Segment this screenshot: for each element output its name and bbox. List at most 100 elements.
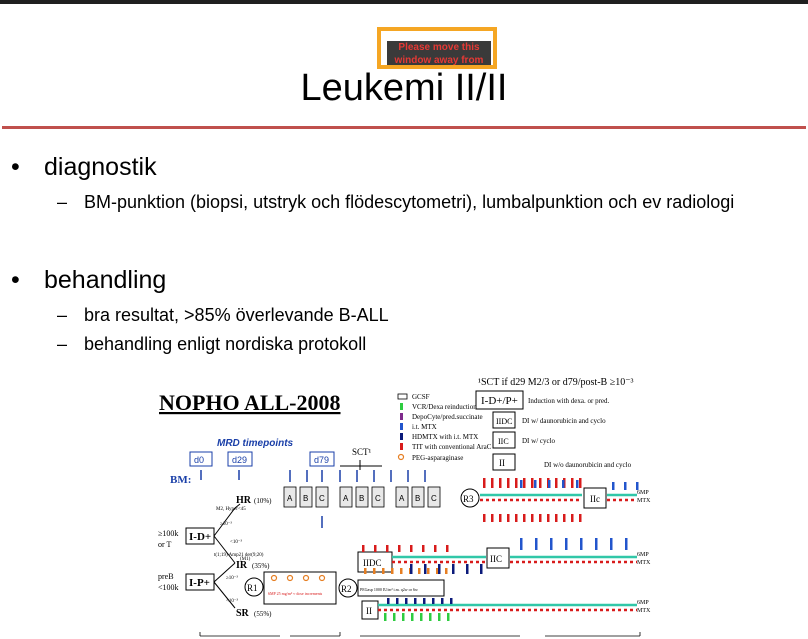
vcr-tick (429, 613, 432, 621)
vcr-tick (438, 613, 441, 621)
itmtx-tick (548, 480, 551, 488)
vcr-tick (447, 613, 450, 621)
tit-tick (579, 478, 582, 488)
itmtx-tick (625, 538, 628, 550)
legend-vcr: VCR/Dexa reinductions (412, 403, 480, 411)
tit-tick (555, 514, 558, 522)
tit-tick (539, 514, 542, 522)
ir-6mp: 6MP (637, 552, 649, 558)
wbc-high: ≥100k (158, 529, 178, 538)
tit-tick (374, 545, 377, 552)
tit-tick (483, 478, 486, 488)
hr-block (299, 486, 313, 508)
figure-heading: NOPHO ALL-2008 (159, 390, 341, 415)
tit-tick (571, 514, 574, 522)
timepoint-d29: d29 (232, 455, 247, 465)
itmtx-tick (550, 538, 553, 550)
vcr-tick (420, 613, 423, 621)
timepoint-d0: d0 (194, 455, 204, 465)
note-gte10b: ≥10⁻³ (226, 575, 238, 581)
legend-peg: PEG-asparaginase (412, 454, 463, 462)
legend-gcsf: GCSF (412, 393, 430, 401)
wbc-low: <100k (158, 583, 179, 592)
tit-tick (563, 514, 566, 522)
bullet-dot: • (11, 153, 20, 181)
sub-bullet-text: BM-punktion (biopsi, utstryk och flödesc… (84, 192, 735, 212)
tit-tick (483, 514, 486, 522)
note-lt10b: <10⁻³ (226, 598, 238, 604)
induction-id: I-D+ (189, 531, 211, 543)
hr-block-label: A (399, 494, 405, 503)
itmtx-tick (576, 480, 579, 488)
bm-label: BM: (170, 474, 191, 486)
sr-6mp: 6MP (637, 600, 649, 606)
tit-tick (491, 478, 494, 488)
tit-tick (515, 478, 518, 488)
itmtx-tick (595, 538, 598, 550)
itmtx-tick (565, 538, 568, 550)
peg-tick (445, 568, 448, 574)
itmtx-tick (610, 538, 613, 550)
sct-note: ¹SCT if d29 M2/3 or d79/post-B ≥10⁻³ (478, 377, 633, 388)
hr-block (283, 486, 297, 508)
wbc-or-t: or T (158, 540, 172, 549)
vcr-tick (402, 613, 405, 621)
sr-arm-box: II (366, 606, 372, 616)
hr-block-label: C (375, 494, 381, 503)
regimen-box-3: IIC (498, 437, 509, 446)
tit-tick (515, 514, 518, 522)
hr-block (371, 486, 385, 508)
hdmtx-tick (432, 598, 435, 604)
tit-tick (531, 514, 534, 522)
note-lt10a: <10⁻³ (230, 539, 242, 545)
sct-label: SCT¹ (352, 447, 372, 457)
marker-r1: R1 (247, 583, 258, 593)
bullet-label: diagnostik (44, 153, 157, 181)
regimen-desc-2: DI w/ daunorubicin and cyclo (522, 417, 606, 425)
ir-arm-box1: IIDC (363, 558, 382, 568)
hdmtx-tick (438, 564, 441, 574)
risk-sr-pct: (55%) (254, 610, 272, 618)
tit-tick (434, 545, 437, 552)
hr-block-label: B (415, 494, 420, 503)
share-warning-overlay[interactable]: Please move this window away from (377, 27, 497, 69)
bm-arrows (200, 470, 426, 528)
legend: GCSF VCR/Dexa reinductions DepoCyte/pred… (397, 393, 492, 462)
induction-ip: I-P+ (189, 577, 210, 589)
regimen-desc-1: Induction with dexa. or pred. (528, 397, 610, 405)
hdmtx-tick (424, 564, 427, 574)
tit-tick (410, 545, 413, 552)
hr-block (427, 486, 441, 508)
hdmtx-tick (387, 598, 390, 604)
peg-tick (418, 568, 421, 574)
peg-tick (382, 568, 385, 574)
tit-tick (499, 514, 502, 522)
hr-arm-box: IIc (590, 494, 600, 504)
itmtx-tick (612, 482, 615, 490)
hr-block (339, 486, 353, 508)
marker-r3: R3 (463, 494, 474, 504)
tit-tick (523, 478, 526, 488)
hr-block-label: A (287, 494, 293, 503)
itmtx-tick (624, 482, 627, 490)
legend-hdmtx: HDMTX with i.t. MTX (412, 433, 478, 441)
sub-bullet-text: behandling enligt nordiska protokoll (84, 334, 367, 354)
hr-6mp: 6MP (637, 490, 649, 496)
legend-depocyte: DepoCyte/pred.succinate (412, 413, 483, 421)
peg-note: PEGasp 1000 IU/m² i.m. q2w or 6w (360, 587, 418, 592)
tit-tick (539, 478, 542, 488)
itmtx-tick (534, 480, 537, 488)
hdmtx-tick (410, 564, 413, 574)
risk-ir: IR (236, 560, 248, 571)
hdmtx-tick (466, 564, 469, 574)
hr-mtx: MTX (637, 498, 651, 504)
ir-mtx: MTX (637, 560, 651, 566)
ir-arm-box2: IIC (490, 554, 502, 564)
regimen-box-1: I-D+/P+ (481, 395, 518, 407)
peg-tick (427, 568, 430, 574)
nopho-protocol-diagram: NOPHO ALL-2008 ¹SCT if d29 M2/3 or d79/p… (150, 370, 655, 639)
tit-tick (507, 514, 510, 522)
itmtx-tick (562, 480, 565, 488)
bullet-dot: • (11, 266, 20, 294)
hr-block (395, 486, 409, 508)
